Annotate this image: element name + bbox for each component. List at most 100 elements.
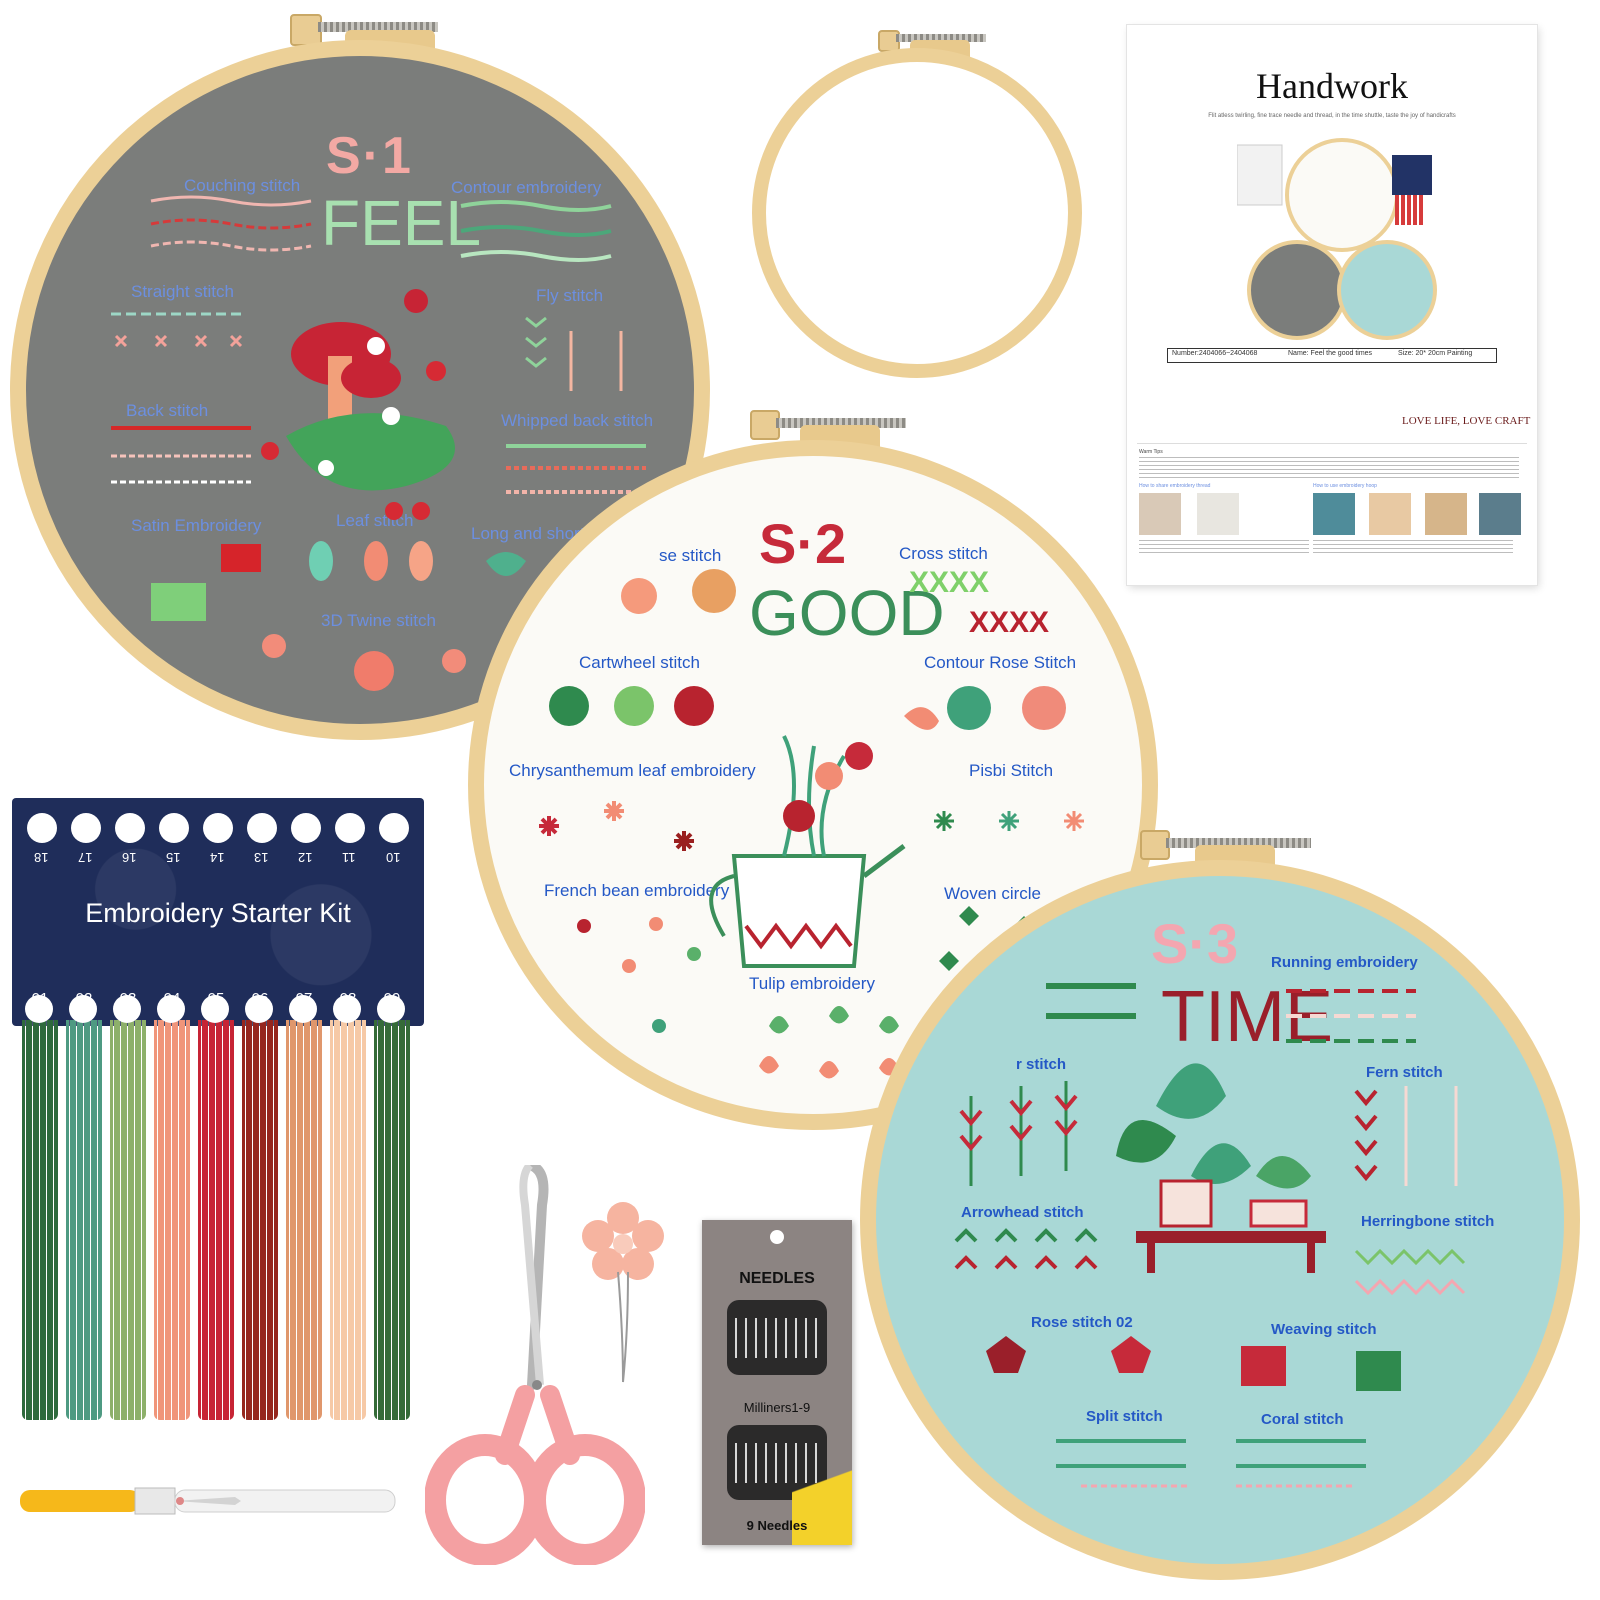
empty-hoop-ring [752, 48, 1082, 378]
manual-name: Name: Feel the good times [1288, 350, 1373, 357]
thread-card-hole-number: 13 [254, 850, 269, 865]
label-fly-stitch: Fly stitch [536, 286, 604, 305]
hoop-3-word: TIME [1161, 977, 1333, 1057]
hoop-screw-rod [318, 22, 438, 32]
thread-bundle-07: 07 [286, 990, 322, 1420]
label-3d-twine-stitch: 3D Twine stitch [321, 611, 436, 630]
label-couching-stitch: Couching stitch [184, 176, 301, 195]
hoop-3-fabric: S·3 TIME Running embroidery r stitch Fer… [860, 860, 1580, 1580]
label-back-stitch: Back stitch [126, 401, 209, 420]
thread-card-hole [379, 813, 409, 843]
label-cross-stitch: Cross stitch [899, 544, 988, 563]
seam-ripper [20, 1487, 396, 1515]
needles-pack-header: NEEDLES [739, 1270, 815, 1287]
cross-stitch-mark-2: XXXX [969, 606, 1050, 639]
thread-card-hole-number: 10 [386, 850, 401, 865]
needles-icon [735, 1318, 819, 1358]
hoop-2-stitches [539, 569, 1084, 1079]
label-herringbone-stitch: Herringbone stitch [1361, 1213, 1495, 1230]
thread-bundle-02: 02 [66, 990, 102, 1420]
manual-subtitle: Flit atless twirling, fine trace needle … [1208, 113, 1456, 119]
manual-tips-text [1139, 457, 1519, 479]
thread-card-hole-number: 15 [166, 850, 181, 865]
label-weaving-stitch: Weaving stitch [1271, 1321, 1377, 1338]
thread-card-hole [27, 813, 57, 843]
hoop-1-title: S·1 [326, 127, 413, 185]
label-tulip-embroidery: Tulip embroidery [749, 974, 875, 993]
label-satin-embroidery: Satin Embroidery [131, 516, 262, 535]
label-french-bean-embroidery: French bean embroidery [544, 881, 730, 900]
label-fern-stitch: Fern stitch [1366, 1064, 1443, 1081]
thread-bundle-hole [289, 995, 317, 1023]
cross-stitch-mark-1: XXXX [909, 566, 990, 599]
thread-bundle-hole [25, 995, 53, 1023]
thread-card-title: Embroidery Starter Kit [85, 898, 351, 928]
manual-slogan: LOVE LIFE, LOVE CRAFT [1402, 415, 1531, 427]
manual-step-photo [1139, 493, 1181, 535]
thread-bundle-08: 08 [330, 990, 366, 1420]
manual-step-text [1139, 540, 1309, 554]
manual-number: Number:2404066~2404068 [1172, 350, 1258, 357]
needles-pack-type: Milliners1-9 [743, 1400, 811, 1415]
thread-bundle-04: 04 [154, 990, 190, 1420]
thread-card-hole-number: 16 [122, 850, 137, 865]
thread-card-hole [115, 813, 145, 843]
thread-bundle-hole [201, 995, 229, 1023]
manual-step-photo [1197, 493, 1239, 535]
thread-bundle-06: 06 [242, 990, 278, 1420]
manual-section-hoop: How to use embroidery hoop [1313, 483, 1377, 489]
hoop-2-title: S·2 [759, 512, 847, 575]
thread-card-hole [291, 813, 321, 843]
label-whipped-back-stitch: Whipped back stitch [501, 411, 654, 430]
thread-bundle-03: 03 [110, 990, 146, 1420]
thread-card-hole [335, 813, 365, 843]
label-cartwheel-stitch: Cartwheel stitch [579, 653, 700, 672]
thread-card-hole-number: 17 [78, 850, 93, 865]
manual-info-bar: Number:2404066~2404068 Name: Feel the go… [1167, 348, 1497, 363]
label-straight-stitch: Straight stitch [131, 282, 234, 301]
hoop-screw-rod [896, 34, 986, 42]
thread-card-hole [203, 813, 233, 843]
thread-card-hole-number: 18 [34, 850, 49, 865]
thread-bundle-hole [333, 995, 361, 1023]
needles-pack: NEEDLES Milliners1-9 9 Needles [702, 1220, 852, 1545]
label-running-embroidery: Running embroidery [1271, 954, 1418, 971]
thread-card-hole [71, 813, 101, 843]
needles-window-top [727, 1300, 827, 1375]
scissors [425, 1165, 645, 1565]
hoop-1-stitches [111, 195, 646, 691]
thread-bundle-05: 05 [198, 990, 234, 1420]
label-contour-rose-stitch: Contour Rose Stitch [924, 653, 1077, 672]
manual-section-thread: How to share embroidery thread [1139, 483, 1211, 489]
label-partial-stitch: r stitch [1016, 1056, 1067, 1073]
needles-pack-corner [792, 1430, 852, 1545]
thread-card-hole-number: 11 [342, 850, 356, 865]
manual-step-photo [1369, 493, 1411, 535]
manual-step-text [1313, 540, 1513, 554]
manual-title: Handwork [1256, 66, 1408, 106]
manual-divider [1137, 443, 1527, 444]
label-split-stitch: Split stitch [1086, 1408, 1163, 1425]
manual-step-photo [1313, 493, 1355, 535]
instruction-manual: Handwork Flit atless twirling, fine trac… [1127, 25, 1537, 585]
label-rose-stitch-02: Rose stitch 02 [1031, 1314, 1133, 1331]
needles-pack-count: 9 Needles [746, 1518, 808, 1533]
hoop-screw-rod [1166, 838, 1311, 848]
label-rose-stitch: se stitch [659, 546, 722, 565]
label-coral-stitch: Coral stitch [1261, 1411, 1344, 1428]
thread-bundle-hole [113, 995, 141, 1023]
thread-card-hole-number: 14 [210, 850, 225, 865]
thread-bundle-hole [245, 995, 273, 1023]
hoop-3-title: S·3 [1151, 912, 1239, 975]
label-contour-embroidery: Contour embroidery [451, 178, 602, 197]
label-woven-circle: Woven circle [944, 884, 1041, 903]
thread-bundle-hole [69, 995, 97, 1023]
label-arrowhead-stitch: Arrowhead stitch [961, 1204, 1084, 1221]
needles-pack-hanger-hole [770, 1230, 784, 1244]
hoop-screw-head [290, 14, 322, 46]
thread-bundle-hole [377, 995, 405, 1023]
needle-threader [582, 1202, 664, 1383]
label-chrysanthemum-leaf-embroidery: Chrysanthemum leaf embroidery [509, 761, 756, 780]
manual-step-photo [1425, 493, 1467, 535]
